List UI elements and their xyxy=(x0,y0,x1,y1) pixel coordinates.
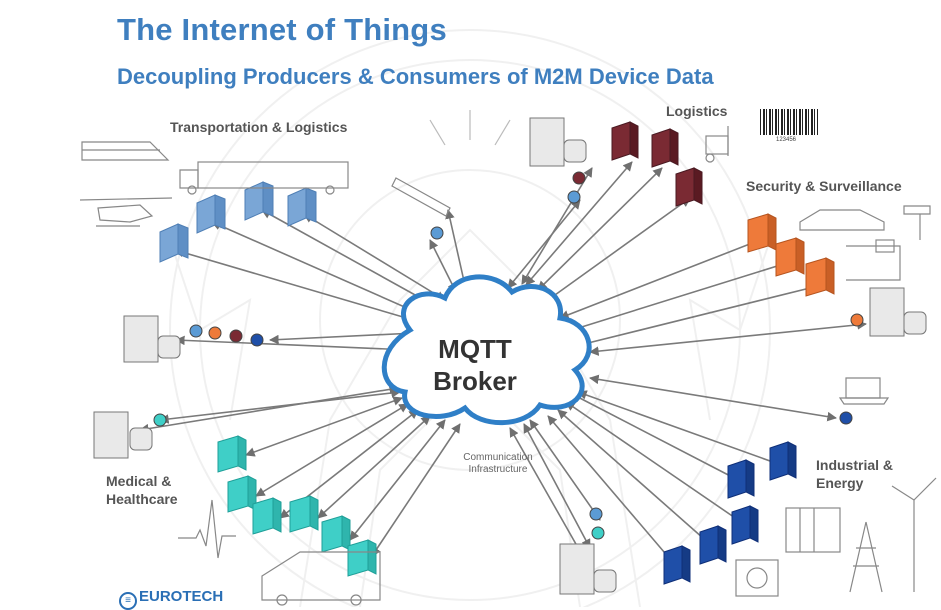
arrow-4 xyxy=(303,213,446,301)
label-industrial-line2: Energy xyxy=(816,475,864,491)
handheld-device-illustration xyxy=(391,177,451,217)
label-industrial-line1: Industrial & xyxy=(816,457,894,473)
logistics-devices xyxy=(611,121,703,207)
arrow-18 xyxy=(571,393,739,481)
page-subtitle: Decoupling Producers & Consumers of M2M … xyxy=(117,64,714,89)
rays-illustration xyxy=(429,110,511,146)
wind-turbine-illustration xyxy=(891,477,937,592)
industrial-devices xyxy=(663,441,797,585)
broker-label: MQTT Broker xyxy=(420,333,530,397)
connection-arrows xyxy=(139,161,867,567)
arrow-7 xyxy=(445,209,469,291)
control-cabinet-illustration xyxy=(785,507,841,553)
infrastructure-label-line2: Infrastructure xyxy=(468,464,528,475)
medical-devices xyxy=(217,435,377,577)
servers xyxy=(93,117,927,595)
label-logistics: Logistics xyxy=(666,103,728,119)
meter-illustration xyxy=(735,559,779,597)
car-illustration xyxy=(799,209,885,231)
server-right xyxy=(869,287,927,337)
barcode-number: 123456 xyxy=(776,137,797,143)
label-medical-line1: Medical & xyxy=(106,473,172,489)
server-left-mid xyxy=(93,411,153,459)
arrow-8 xyxy=(507,199,581,289)
infrastructure-label-line1: Communication xyxy=(463,452,533,463)
laptop-illustration xyxy=(838,377,890,405)
eurotech-logo-icon: ≡ xyxy=(119,592,137,610)
mqtt-broker-cloud xyxy=(381,274,592,426)
cctv-illustration xyxy=(903,205,931,240)
page-title: The Internet of Things xyxy=(117,12,447,47)
illustrations xyxy=(79,110,937,606)
power-tower-illustration xyxy=(849,521,883,593)
truck-illustration xyxy=(179,161,349,195)
arrow-32 xyxy=(349,419,446,541)
server-left-top xyxy=(123,315,181,363)
ambulance-illustration xyxy=(261,551,381,606)
arrow-27 xyxy=(159,388,401,424)
broker-label-line2: Broker xyxy=(433,366,517,396)
arrow-26 xyxy=(175,335,411,355)
eurotech-logo-text: EUROTECH xyxy=(139,588,224,605)
label-industrial: Industrial & Energy xyxy=(816,456,893,492)
label-medical-line2: Healthcare xyxy=(106,491,178,507)
server-top-right xyxy=(529,117,587,167)
arrow-16 xyxy=(589,320,867,356)
arrow-31 xyxy=(317,415,431,519)
label-medical: Medical & Healthcare xyxy=(106,472,178,508)
transportation-devices xyxy=(159,181,317,263)
label-security: Security & Surveillance xyxy=(746,178,902,194)
consumer-dots xyxy=(153,171,864,540)
arrow-5 xyxy=(269,328,416,345)
arrow-12 xyxy=(521,167,593,285)
barcode-illustration xyxy=(760,109,818,135)
forklift-illustration xyxy=(705,126,729,163)
arrow-15 xyxy=(579,283,819,348)
arrow-13 xyxy=(559,238,761,320)
label-transportation: Transportation & Logistics xyxy=(170,119,348,135)
arrow-1 xyxy=(174,247,421,325)
ecg-illustration xyxy=(178,499,236,559)
security-devices xyxy=(747,213,835,297)
arrow-25 xyxy=(509,427,586,561)
pipeline-illustration xyxy=(846,239,901,281)
arrow-34 xyxy=(139,384,399,434)
arrow-17 xyxy=(589,374,837,422)
infrastructure-label: Communication Infrastructure xyxy=(438,452,558,476)
helicopter-illustration xyxy=(79,197,173,227)
broker-label-line1: MQTT xyxy=(438,334,512,364)
arrow-21 xyxy=(557,409,713,547)
train-illustration xyxy=(81,141,170,161)
server-bottom xyxy=(559,543,617,595)
arrow-33 xyxy=(371,423,461,557)
